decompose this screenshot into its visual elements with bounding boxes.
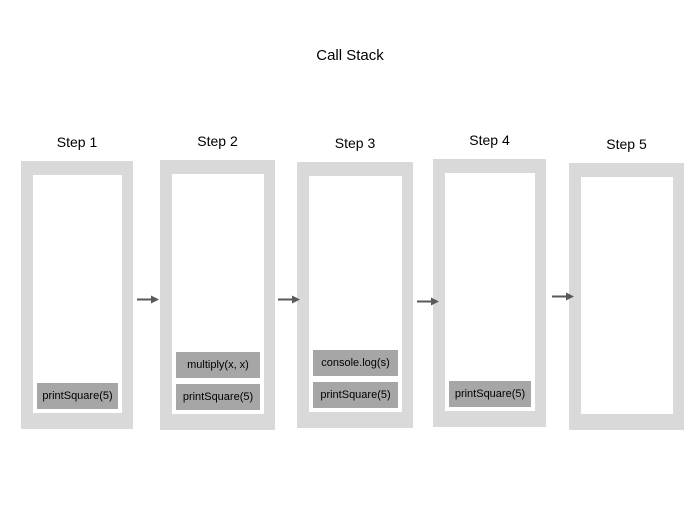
- page-title: Call Stack: [316, 47, 384, 64]
- step-3-stack-container: console.log(s) printSquare(5): [297, 162, 413, 428]
- arrow-right-icon: [278, 295, 300, 304]
- step-4-stack-container: printSquare(5): [433, 159, 546, 427]
- step-5-stack-inner: [581, 177, 673, 414]
- step-2-label: Step 2: [197, 133, 238, 149]
- stack-frame: printSquare(5): [176, 384, 260, 410]
- step-3-label: Step 3: [334, 135, 376, 151]
- stack-frame: printSquare(5): [37, 383, 118, 409]
- arrow-right-icon: [552, 292, 574, 301]
- stack-frame: printSquare(5): [313, 382, 398, 408]
- step-1-stack-inner: printSquare(5): [33, 175, 122, 413]
- step-4-column: Step 4 printSquare(5): [433, 132, 546, 427]
- step-2-stack-inner: multiply(x, x) printSquare(5): [172, 174, 264, 414]
- stack-frame: printSquare(5): [449, 381, 531, 407]
- stack-frame: console.log(s): [313, 350, 398, 376]
- arrow-right-icon: [137, 295, 159, 304]
- step-4-label: Step 4: [469, 132, 510, 148]
- step-2-stack-container: multiply(x, x) printSquare(5): [160, 160, 275, 430]
- step-1-stack-container: printSquare(5): [21, 161, 133, 429]
- step-3-column: Step 3 console.log(s) printSquare(5): [297, 135, 413, 428]
- step-5-stack-container: [569, 163, 684, 430]
- step-5-column: Step 5: [569, 136, 684, 430]
- stack-frame: multiply(x, x): [176, 352, 260, 378]
- step-5-label: Step 5: [606, 136, 647, 152]
- arrow-right-icon: [417, 297, 439, 306]
- step-1-column: Step 1 printSquare(5): [21, 134, 133, 429]
- step-3-stack-inner: console.log(s) printSquare(5): [309, 176, 402, 412]
- step-1-label: Step 1: [56, 134, 98, 150]
- step-4-stack-inner: printSquare(5): [445, 173, 535, 411]
- step-2-column: Step 2 multiply(x, x) printSquare(5): [160, 133, 275, 430]
